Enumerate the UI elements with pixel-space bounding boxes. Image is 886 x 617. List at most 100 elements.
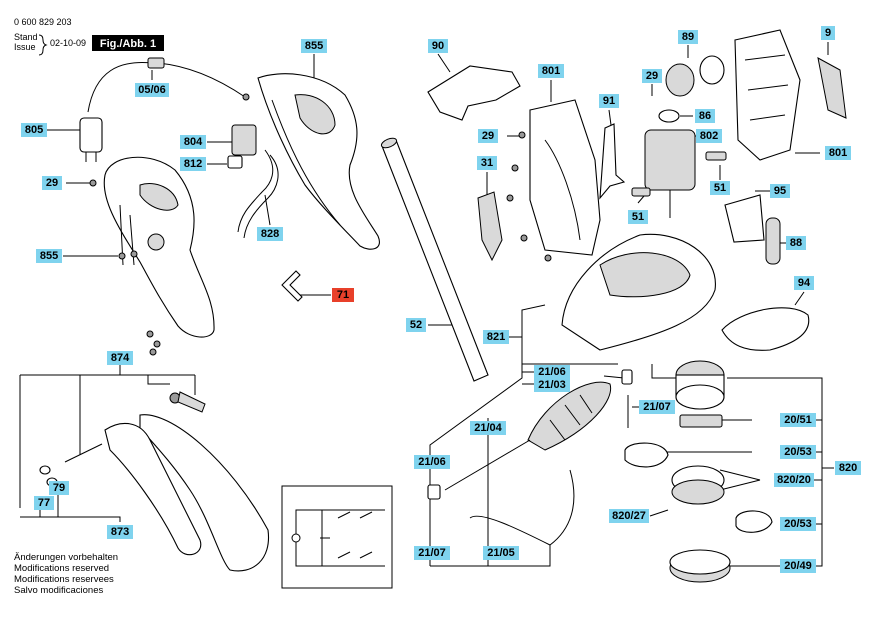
label-box: [180, 135, 206, 149]
label-802[interactable]: 802: [696, 129, 722, 143]
wheel-guard-inner: [104, 422, 202, 556]
label-855-lower[interactable]: 855: [36, 249, 62, 263]
label-text: 20/53: [784, 446, 812, 458]
label-text: 820/27: [612, 510, 646, 522]
label-box: [642, 69, 662, 83]
label-box: [639, 400, 675, 414]
brush-holder: [724, 194, 765, 243]
label-79[interactable]: 79: [49, 481, 69, 495]
handle-knob: [147, 233, 165, 251]
label-box: [780, 517, 816, 531]
label-71-highlighted[interactable]: 71: [332, 288, 354, 302]
label-text: 805: [25, 124, 43, 136]
label-text: 29: [46, 177, 58, 189]
label-52[interactable]: 52: [406, 318, 426, 332]
label-20-51[interactable]: 20/51: [780, 413, 816, 427]
side-cover: [817, 57, 847, 119]
label-box: [770, 184, 790, 198]
label-29-left[interactable]: 29: [42, 176, 62, 190]
label-text: 29: [646, 70, 658, 82]
label-821[interactable]: 821: [483, 330, 509, 344]
label-box: [534, 378, 570, 392]
label-05-06[interactable]: 05/06: [135, 83, 169, 97]
label-text: 21/03: [538, 379, 566, 391]
label-94[interactable]: 94: [794, 276, 814, 290]
label-89[interactable]: 89: [678, 30, 698, 44]
label-box: [135, 83, 169, 97]
label-box: [478, 129, 498, 143]
label-20-53-top[interactable]: 20/53: [780, 445, 816, 459]
label-box: [470, 421, 506, 435]
label-box: [428, 39, 448, 53]
label-51-right[interactable]: 51: [710, 181, 730, 195]
label-20-53-bottom[interactable]: 20/53: [780, 517, 816, 531]
label-box: [609, 509, 649, 523]
label-29-top[interactable]: 29: [642, 69, 662, 83]
label-box: [821, 26, 835, 40]
label-812[interactable]: 812: [180, 157, 206, 171]
label-box: [477, 156, 497, 170]
label-77[interactable]: 77: [34, 496, 54, 510]
label-21-05[interactable]: 21/05: [483, 546, 519, 560]
bellows: [527, 381, 612, 451]
label-820[interactable]: 820: [835, 461, 861, 475]
bushing: [658, 109, 680, 123]
label-9[interactable]: 9: [821, 26, 835, 40]
note-es: Salvo modificaciones: [14, 585, 103, 596]
label-90[interactable]: 90: [428, 39, 448, 53]
label-21-04[interactable]: 21/04: [470, 421, 506, 435]
bearing-cap: [699, 55, 725, 85]
label-804[interactable]: 804: [180, 135, 206, 149]
label-text: 91: [603, 95, 615, 107]
label-95[interactable]: 95: [770, 184, 790, 198]
label-874[interactable]: 874: [107, 351, 133, 365]
label-text: 21/06: [418, 456, 446, 468]
label-text: 79: [53, 482, 65, 494]
upper-handle-opening: [294, 94, 336, 135]
label-21-03[interactable]: 21/03: [534, 378, 570, 392]
label-20-49[interactable]: 20/49: [780, 559, 816, 573]
label-text: 89: [682, 31, 694, 43]
label-91[interactable]: 91: [599, 94, 619, 108]
label-820-20[interactable]: 820/20: [774, 473, 814, 487]
label-text: 05/06: [138, 84, 166, 96]
label-box: [332, 288, 354, 302]
label-86[interactable]: 86: [695, 109, 715, 123]
wiring-schematic-frame: [281, 485, 393, 589]
label-21-06-top[interactable]: 21/06: [534, 365, 570, 379]
label-text: 874: [111, 352, 130, 364]
label-88[interactable]: 88: [786, 236, 806, 250]
label-text: 873: [111, 526, 129, 538]
label-828[interactable]: 828: [257, 227, 283, 241]
bearing: [665, 63, 695, 97]
label-31[interactable]: 31: [477, 156, 497, 170]
label-box: [628, 210, 648, 224]
label-801-right[interactable]: 801: [825, 146, 851, 160]
label-text: 20/53: [784, 518, 812, 530]
label-29-mid[interactable]: 29: [478, 129, 498, 143]
label-text: 95: [774, 185, 786, 197]
label-text: 802: [700, 130, 718, 142]
label-21-06-bottom[interactable]: 21/06: [414, 455, 450, 469]
label-873[interactable]: 873: [107, 525, 133, 539]
label-text: 51: [632, 211, 644, 223]
label-21-07-top[interactable]: 21/07: [639, 400, 675, 414]
label-801-mid[interactable]: 801: [538, 64, 564, 78]
label-text: 821: [487, 331, 505, 343]
label-box: [599, 94, 619, 108]
note-fr: Modifications reservees: [14, 574, 114, 585]
clip-51a: [705, 151, 727, 161]
label-box: [21, 123, 47, 137]
label-820-27[interactable]: 820/27: [609, 509, 649, 523]
label-51-left[interactable]: 51: [628, 210, 648, 224]
label-text: 51: [714, 182, 726, 194]
label-21-07-bottom[interactable]: 21/07: [414, 546, 450, 560]
label-text: 77: [38, 497, 50, 509]
label-855-upper[interactable]: 855: [301, 39, 327, 53]
cord-grommet: [147, 57, 165, 69]
label-805[interactable]: 805: [21, 123, 47, 137]
label-text: 828: [261, 228, 279, 240]
label-text: 804: [184, 136, 203, 148]
label-box: [696, 129, 722, 143]
part-labels: 05/06 855 805 804 812 29 828 855 71 90 8…: [21, 26, 861, 573]
